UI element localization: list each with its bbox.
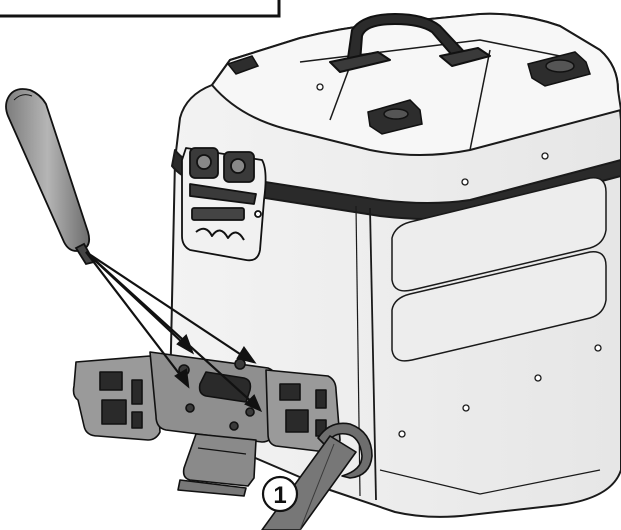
- front-lock: [181, 147, 267, 262]
- lid-buckle-right: [527, 51, 591, 87]
- lid-buckle-left: [367, 99, 423, 135]
- lid-buckle-rear: [226, 55, 260, 75]
- indicator-arrows: [85, 251, 263, 413]
- rivet: [534, 374, 542, 382]
- frame-box: [0, 0, 281, 18]
- lid-facet-2: [329, 65, 351, 121]
- rivet: [398, 430, 406, 438]
- mounting-plate: [72, 351, 341, 497]
- arrow-to-hole-3: [85, 251, 185, 381]
- lid-handle: [329, 13, 491, 73]
- arrow-to-hole-4: [85, 251, 255, 405]
- rivet: [594, 344, 602, 352]
- screwdriver-handle: [5, 88, 91, 252]
- callout-1: 1: [261, 475, 299, 513]
- arrow-to-hole-2: [85, 251, 247, 359]
- lid-facet-3: [469, 49, 491, 151]
- plate-left-ear: [72, 355, 161, 441]
- rivet: [461, 178, 469, 186]
- rivet: [316, 83, 324, 91]
- rivet: [541, 152, 549, 160]
- case-front-edge-2: [355, 205, 361, 497]
- side-panel-lower: [391, 251, 607, 362]
- plate-lower-clamp: [182, 433, 257, 487]
- case-bottom-edge: [379, 469, 601, 495]
- case-front-edge: [369, 207, 377, 501]
- side-panel-upper: [391, 177, 607, 292]
- rivet: [462, 404, 470, 412]
- callout-number: 1: [273, 482, 286, 509]
- screwdriver-icon: [5, 88, 96, 266]
- screwdriver-shaft: [74, 242, 96, 266]
